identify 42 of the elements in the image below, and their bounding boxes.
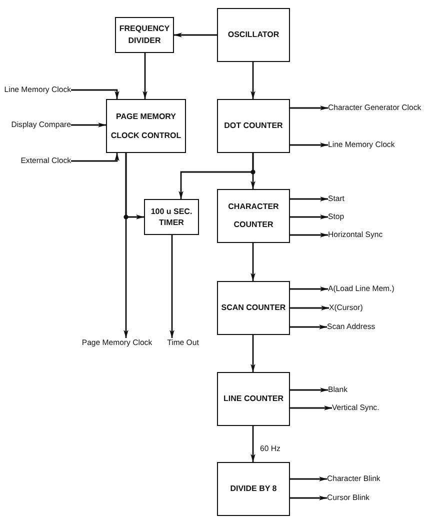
block-title: SCAN COUNTER <box>221 302 286 314</box>
arrow <box>174 32 217 38</box>
process-box <box>217 462 290 516</box>
arrow <box>290 142 328 148</box>
arrow <box>170 235 174 338</box>
arrow <box>125 153 144 220</box>
arrow <box>250 243 256 281</box>
block-title: 100 u SEC. TIMER <box>150 206 194 228</box>
arrow <box>290 476 327 482</box>
arrow <box>290 388 328 392</box>
arrow <box>290 496 327 500</box>
block-title: FREQUENCY DIVIDER <box>118 23 171 47</box>
arrow <box>290 324 327 330</box>
block-title: DOT COUNTER <box>224 120 283 132</box>
process-box <box>115 17 174 53</box>
process-box <box>217 8 290 62</box>
process-box <box>217 281 290 335</box>
arrow <box>290 286 328 292</box>
block-title: LINE COUNTER <box>224 393 284 405</box>
process-box <box>144 199 199 235</box>
arrow <box>250 62 256 99</box>
process-box <box>217 99 290 153</box>
arrow <box>290 232 328 238</box>
arrow <box>142 53 148 99</box>
arrow <box>250 426 256 462</box>
process-box <box>106 99 186 153</box>
arrow <box>71 89 120 99</box>
process-box <box>217 189 290 243</box>
block-title: DIVIDE BY 8 <box>230 483 277 495</box>
arrow <box>290 306 329 310</box>
block-title: OSCILLATOR <box>228 29 280 41</box>
block-title: PAGE MEMORY CLOCK CONTROL <box>110 111 182 142</box>
arrow <box>250 335 256 372</box>
arrow <box>71 153 120 162</box>
arrow <box>290 106 328 110</box>
block-title: CHARACTER COUNTER <box>227 201 280 231</box>
process-box <box>217 372 290 426</box>
arrow <box>290 214 328 220</box>
arrow <box>290 196 328 202</box>
arrow <box>290 406 332 410</box>
arrow <box>178 153 254 199</box>
arrow <box>71 122 106 128</box>
